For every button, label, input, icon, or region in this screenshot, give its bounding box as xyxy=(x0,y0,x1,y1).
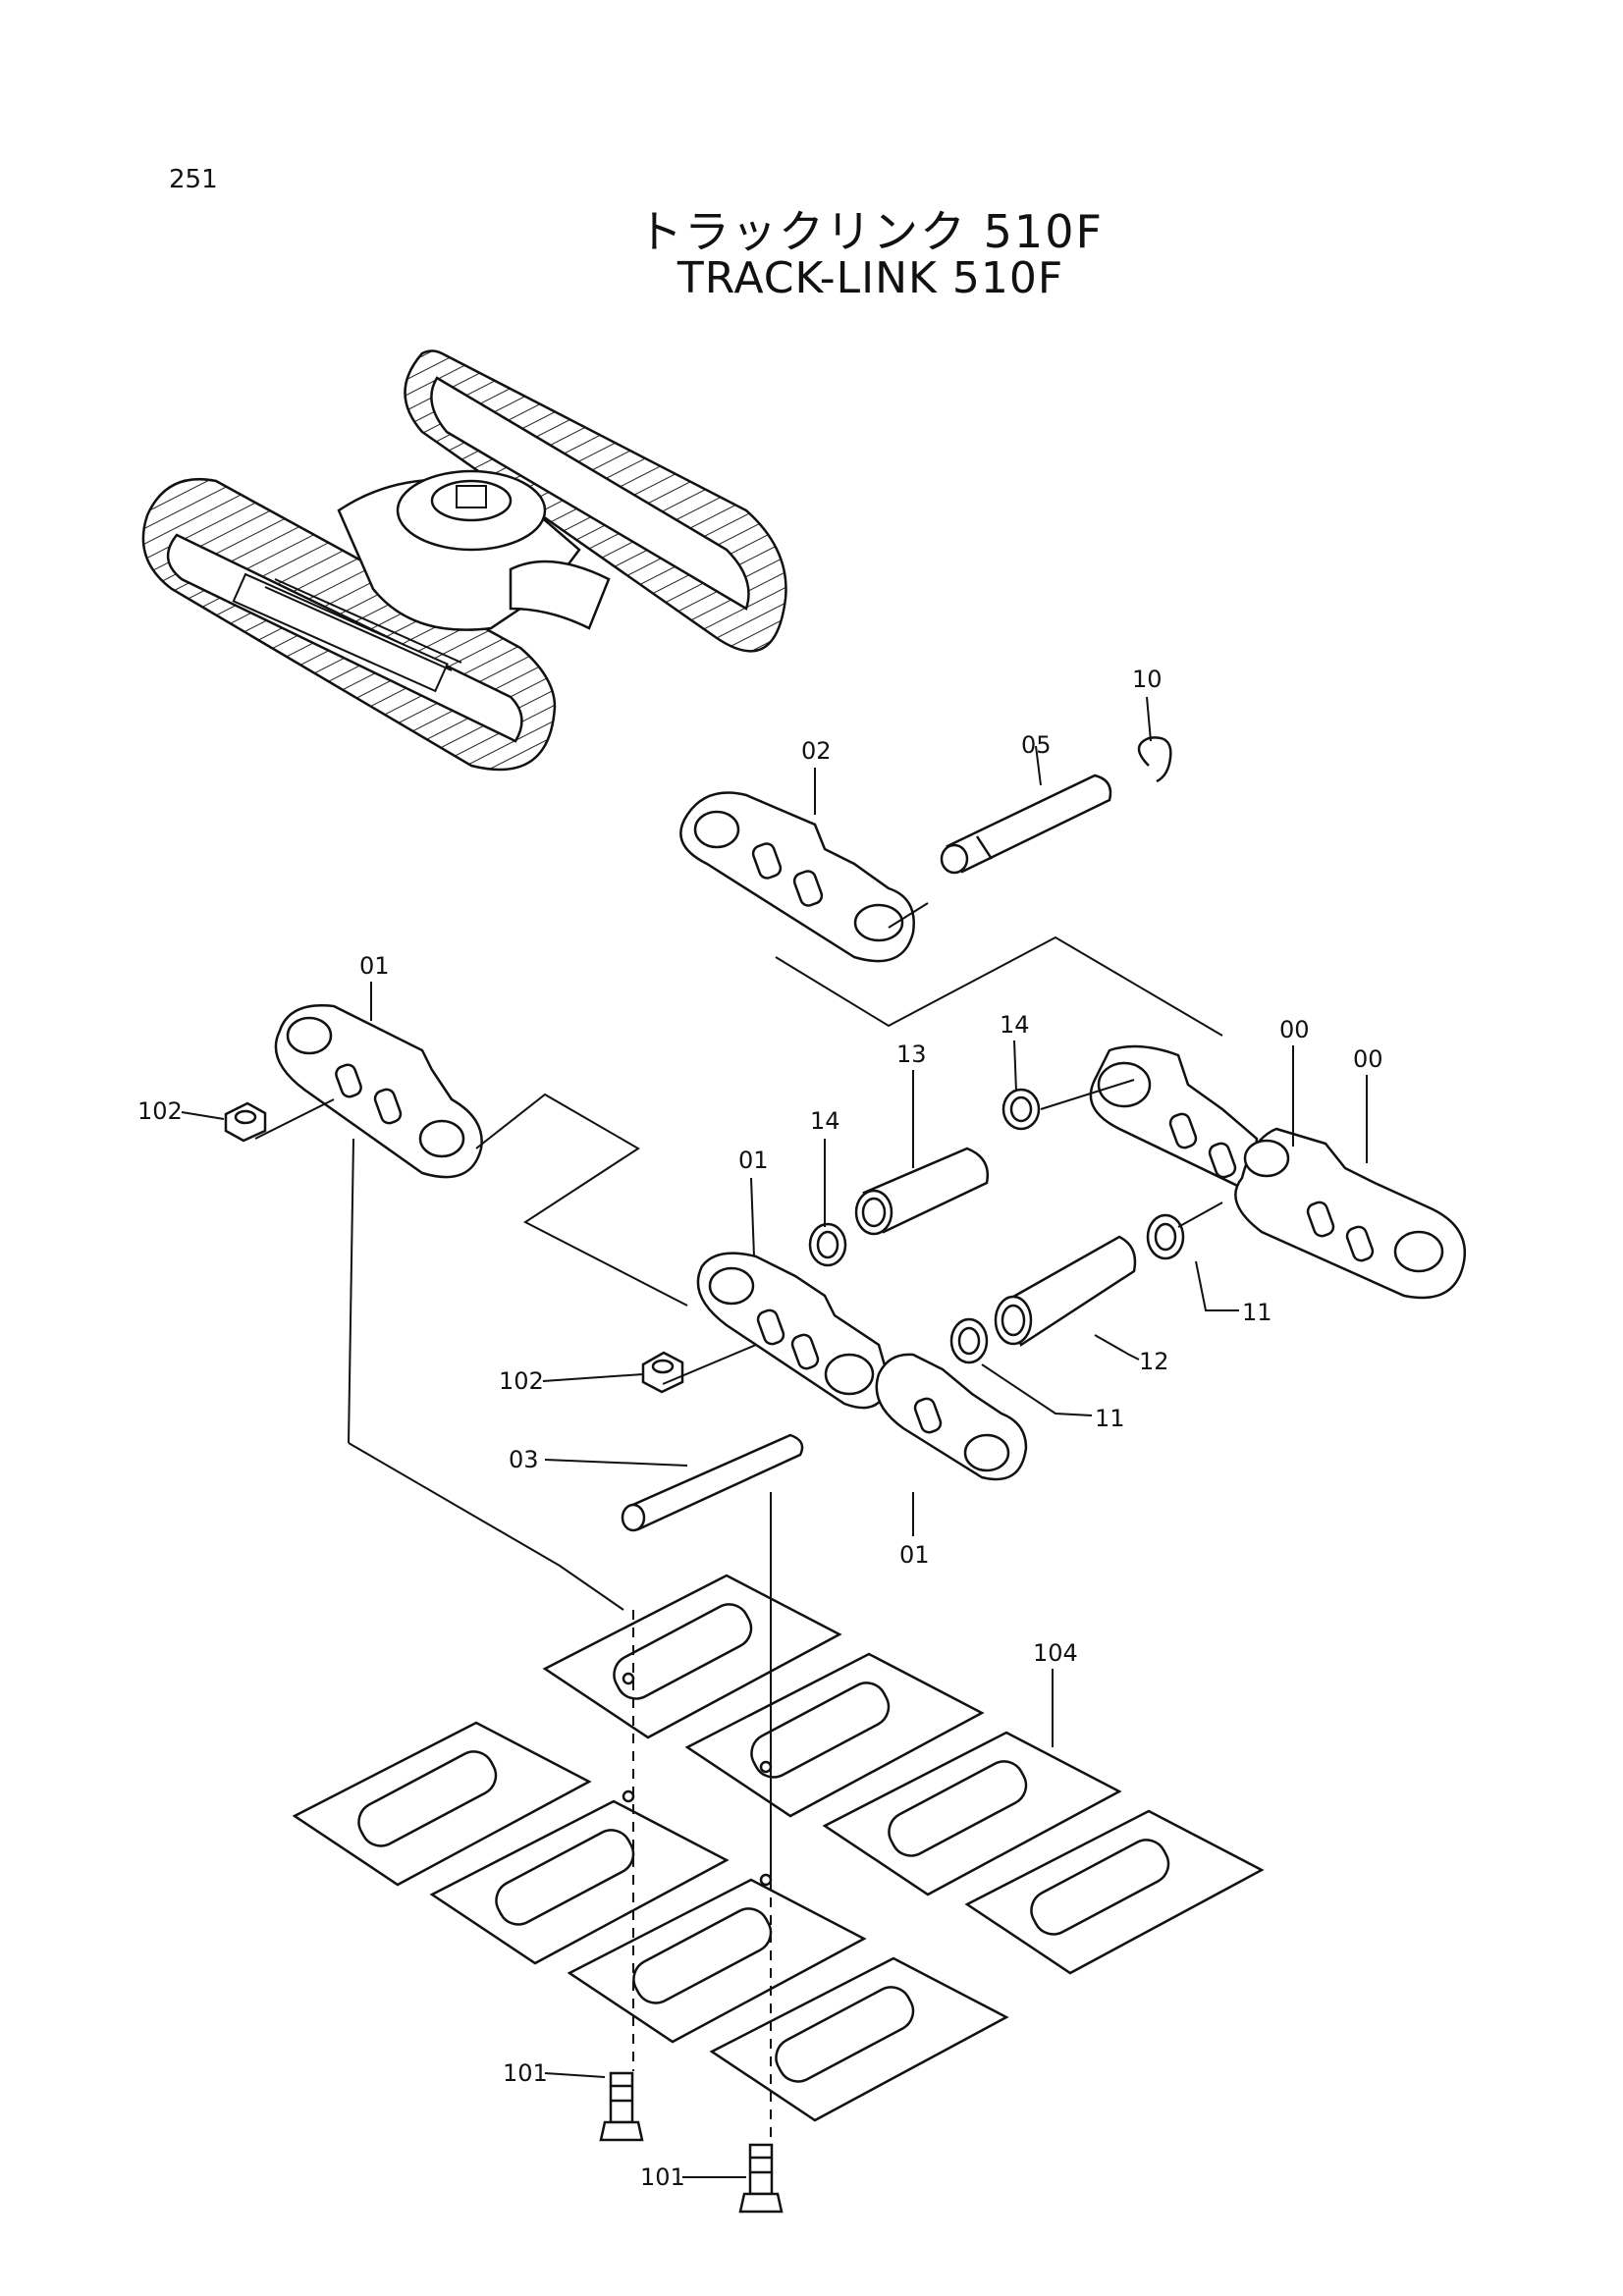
shoe-nut-102-upper xyxy=(224,1101,267,1143)
callout-00-left: 00 xyxy=(1279,1016,1310,1043)
title-japanese: トラックリンク 510F xyxy=(637,205,1104,258)
track-shoes-104 xyxy=(292,1574,1265,2122)
callout-01-upper: 01 xyxy=(359,952,390,980)
callout-labels: 10 05 02 01 102 13 14 00 00 14 01 11 12 … xyxy=(137,666,1383,2191)
track-rollers xyxy=(232,572,462,693)
leader-lines xyxy=(254,902,1223,2145)
seal-11-left xyxy=(949,1317,989,1364)
callout-104: 104 xyxy=(1033,1639,1078,1667)
callout-00-right: 00 xyxy=(1353,1045,1383,1073)
seal-14-right xyxy=(1001,1088,1041,1131)
shoe-bolt-101-lower xyxy=(738,2143,784,2214)
center-frame xyxy=(337,469,611,631)
callout-11-right: 11 xyxy=(1242,1299,1272,1326)
callout-leaders xyxy=(181,696,1368,2178)
callout-101-upper: 101 xyxy=(503,2059,548,2087)
callout-14-left: 14 xyxy=(810,1107,840,1135)
callout-03: 03 xyxy=(509,1446,539,1473)
link-01-upper xyxy=(274,1004,483,1179)
title-english: TRACK-LINK 510F xyxy=(676,253,1064,303)
rear-track xyxy=(404,349,787,653)
callout-01-lower: 01 xyxy=(899,1541,930,1569)
shoe-nut-102-middle xyxy=(641,1351,684,1394)
bushing-12 xyxy=(994,1235,1137,1347)
callout-12: 12 xyxy=(1139,1348,1169,1375)
shoe-bolt-101-upper xyxy=(599,2071,644,2142)
undercarriage-illustration xyxy=(141,349,787,772)
callout-01-middle: 01 xyxy=(738,1147,769,1174)
callout-102-upper: 102 xyxy=(137,1097,183,1125)
callout-02: 02 xyxy=(801,737,832,765)
callout-10: 10 xyxy=(1132,666,1163,693)
master-pin-05 xyxy=(940,774,1112,875)
callout-05: 05 xyxy=(1021,731,1052,759)
seal-11-right xyxy=(1146,1213,1185,1260)
seal-14-left xyxy=(808,1222,847,1267)
callout-102-middle: 102 xyxy=(499,1367,544,1395)
retainer-ring-10 xyxy=(1137,736,1172,783)
callout-13: 13 xyxy=(896,1041,927,1068)
callout-11-left: 11 xyxy=(1095,1405,1125,1432)
link-pair-00 xyxy=(1089,1044,1467,1300)
callout-14-right: 14 xyxy=(1000,1011,1030,1039)
page-number: 251 xyxy=(169,165,218,194)
callout-101-lower: 101 xyxy=(640,2163,685,2191)
front-track xyxy=(141,477,557,772)
bushing-13 xyxy=(854,1147,990,1236)
track-pin-03 xyxy=(621,1433,804,1532)
master-link-02 xyxy=(679,791,915,963)
link-01-middle xyxy=(696,1252,1028,1481)
